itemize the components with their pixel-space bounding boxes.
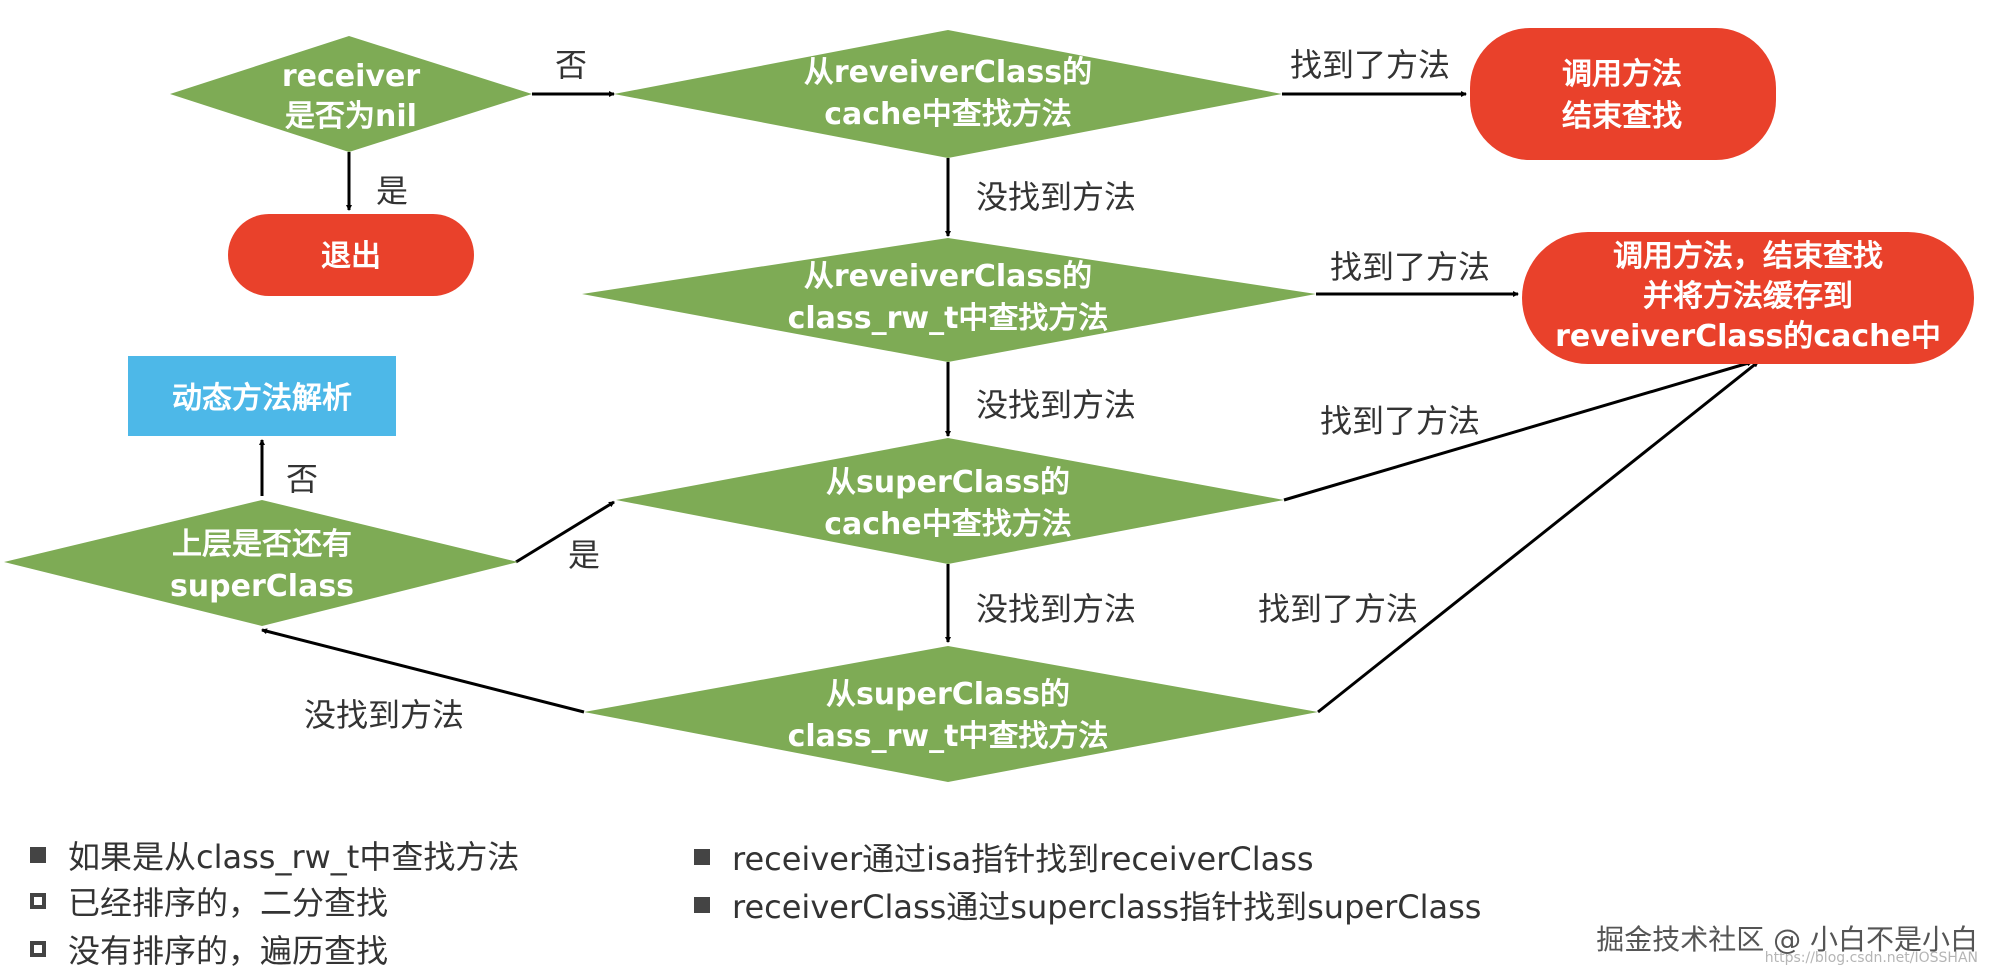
svg-text:动态方法解析: 动态方法解析 (172, 381, 352, 416)
label-yes-receiver: 是 (376, 172, 408, 210)
edge-has-super-to-super-cache (515, 500, 615, 564)
node-receiver-nil: receiver 是否为nil (170, 36, 532, 152)
label-no-has-super: 否 (286, 460, 318, 498)
node-dynamic-resolution: 动态方法解析 (128, 356, 396, 436)
note-left-3-text: 没有排序的，遍历查找 (68, 932, 389, 970)
note-right-2-text: receiverClass通过superclass指针找到superClass (732, 888, 1482, 926)
svg-text:上层是否还有: 上层是否还有 (172, 527, 352, 562)
bullet-hollow-icon (30, 893, 46, 909)
edge-super-rw-to-call-cache (1317, 360, 1759, 714)
bullet-hollow-icon (30, 941, 46, 957)
svg-text:cache中查找方法: cache中查找方法 (824, 97, 1072, 132)
svg-text:从superClass的: 从superClass的 (826, 677, 1070, 712)
node-receiver-rw: 从reveiverClass的 class_rw_t中查找方法 (582, 238, 1316, 362)
node-super-rw: 从superClass的 class_rw_t中查找方法 (584, 646, 1318, 782)
watermark: 掘金技术社区 @ 小白不是小白 (1596, 923, 1978, 956)
watermark-url: https://blog.csdn.net/IOSSHAN (1764, 950, 1978, 966)
note-right-1: receiver通过isa指针找到receiverClass (694, 834, 1314, 880)
note-left-2-text: 已经排序的，二分查找 (68, 884, 389, 922)
bullet-filled-icon (30, 847, 46, 863)
edge-super-rw-to-has-super (261, 628, 585, 714)
bullet-filled-icon (694, 897, 710, 913)
node-super-cache: 从superClass的 cache中查找方法 (616, 438, 1284, 564)
node-receiver-cache: 从reveiverClass的 cache中查找方法 (614, 30, 1282, 158)
label-no-receiver: 否 (555, 46, 587, 84)
svg-text:receiver: receiver (282, 59, 420, 94)
svg-text:reveiverClass的cache中: reveiverClass的cache中 (1555, 319, 1941, 354)
label-yes-has-super: 是 (568, 536, 600, 574)
svg-text:调用方法，结束查找: 调用方法，结束查找 (1613, 239, 1883, 274)
svg-text:cache中查找方法: cache中查找方法 (824, 507, 1072, 542)
note-left-3: 没有排序的，遍历查找 (30, 926, 388, 972)
svg-text:从reveiverClass的: 从reveiverClass的 (804, 55, 1092, 90)
label-not-found-super-rw: 没找到方法 (304, 696, 464, 734)
note-right-1-text: receiver通过isa指针找到receiverClass (732, 840, 1314, 878)
node-call-cache: 调用方法，结束查找 并将方法缓存到 reveiverClass的cache中 (1522, 232, 1974, 364)
svg-text:从superClass的: 从superClass的 (826, 465, 1070, 500)
node-call-end: 调用方法 结束查找 (1470, 28, 1776, 160)
node-has-super: 上层是否还有 superClass (4, 500, 518, 626)
label-found-cache: 找到了方法 (1290, 46, 1450, 84)
label-not-found-cache: 没找到方法 (976, 178, 1136, 216)
svg-text:并将方法缓存到: 并将方法缓存到 (1643, 279, 1853, 314)
label-found-rw: 找到了方法 (1330, 248, 1490, 286)
note-left-1: 如果是从class_rw_t中查找方法 (30, 832, 519, 878)
svg-text:从reveiverClass的: 从reveiverClass的 (804, 259, 1092, 294)
label-not-found-rw: 没找到方法 (976, 386, 1136, 424)
note-left-2: 已经排序的，二分查找 (30, 878, 388, 924)
note-right-2: receiverClass通过superclass指针找到superClass (694, 882, 1481, 928)
node-exit: 退出 (228, 214, 474, 296)
edge-super-cache-to-call-cache (1283, 360, 1753, 502)
svg-text:调用方法: 调用方法 (1562, 57, 1682, 92)
svg-text:是否为nil: 是否为nil (285, 99, 417, 134)
label-found-super-cache: 找到了方法 (1320, 402, 1480, 440)
label-found-super-rw: 找到了方法 (1258, 590, 1418, 628)
label-not-found-super-cache: 没找到方法 (976, 590, 1136, 628)
svg-text:结束查找: 结束查找 (1562, 99, 1682, 134)
svg-text:superClass: superClass (170, 569, 354, 604)
note-left-1-text: 如果是从class_rw_t中查找方法 (68, 838, 520, 876)
svg-text:退出: 退出 (321, 239, 381, 274)
bullet-filled-icon (694, 849, 710, 865)
svg-text:class_rw_t中查找方法: class_rw_t中查找方法 (788, 301, 1109, 336)
svg-text:class_rw_t中查找方法: class_rw_t中查找方法 (788, 719, 1109, 754)
